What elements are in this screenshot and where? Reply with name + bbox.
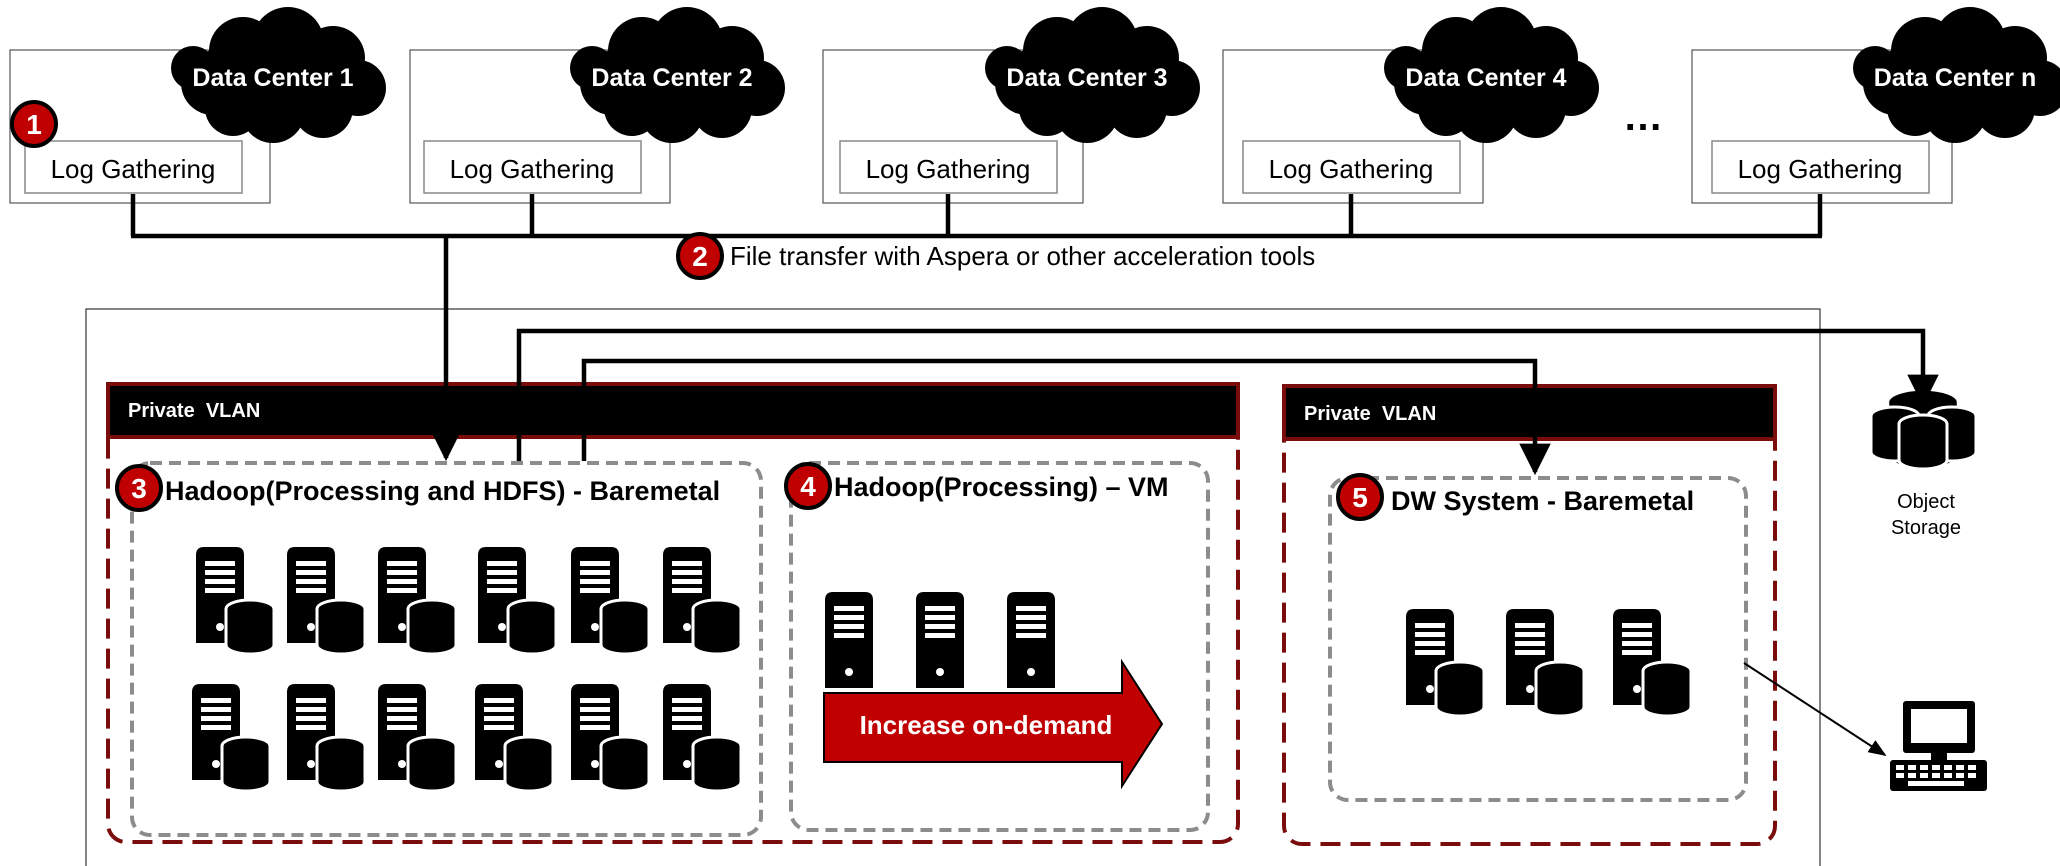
dw-system-group: 5 DW System - Baremetal bbox=[1328, 473, 1748, 802]
vlan-header bbox=[106, 382, 1240, 439]
server-db-icon bbox=[571, 684, 649, 791]
group-frame bbox=[130, 461, 763, 837]
server-db-icon bbox=[1406, 609, 1484, 716]
data-center-4: Data Center 4 Log Gathering bbox=[1222, 7, 1599, 204]
transfer-label: File transfer with Aspera or other accel… bbox=[730, 241, 1315, 271]
data-center-2: Data Center 2 Log Gathering bbox=[409, 7, 785, 204]
hadoop-vm-group: 4 Hadoop(Processing) – VM Increase on-de… bbox=[784, 461, 1210, 832]
step-badge-3: 3 bbox=[115, 464, 163, 512]
private-vlan-left: Private VLAN 3 Hadoop(Processing and HDF… bbox=[106, 382, 1240, 844]
more-data-centers-ellipsis: … bbox=[1623, 95, 1663, 139]
log-gathering-label: Log Gathering bbox=[51, 154, 216, 184]
object-storage: Object Storage bbox=[1869, 389, 1978, 539]
connector-to-client bbox=[1743, 662, 1887, 756]
group-title: Hadoop(Processing and HDFS) - Baremetal bbox=[165, 476, 720, 506]
arrow-label: Increase on-demand bbox=[860, 710, 1113, 740]
server-db-icon bbox=[1613, 609, 1691, 716]
step-badge-5: 5 bbox=[1336, 473, 1384, 521]
log-gathering-label: Log Gathering bbox=[1269, 154, 1434, 184]
server-db-icon bbox=[287, 547, 365, 654]
log-gathering-box bbox=[423, 140, 642, 194]
log-gathering-label: Log Gathering bbox=[1738, 154, 1903, 184]
server-db-icon bbox=[378, 547, 456, 654]
server-db-icon bbox=[192, 684, 270, 791]
server-icon bbox=[825, 592, 873, 688]
transfer-bus bbox=[130, 194, 1823, 239]
object-storage-label: Storage bbox=[1891, 517, 1961, 539]
data-center-n: Data Center n Log Gathering bbox=[1691, 7, 2060, 204]
svg-text:4: 4 bbox=[800, 471, 816, 502]
log-gathering-box bbox=[24, 140, 243, 194]
data-center-label: Data Center 2 bbox=[591, 64, 752, 92]
step-badge-2: 2 bbox=[676, 232, 724, 280]
increase-on-demand-arrow: Increase on-demand bbox=[823, 658, 1164, 790]
log-gathering-box bbox=[839, 140, 1058, 194]
group-frame bbox=[1328, 476, 1748, 802]
step-badge-1: 1 bbox=[10, 100, 58, 148]
hadoop-baremetal-group: 3 Hadoop(Processing and HDFS) - Baremeta… bbox=[115, 461, 763, 837]
connectors bbox=[430, 236, 1939, 476]
data-center-label: Data Center 1 bbox=[192, 64, 353, 92]
computer-icon bbox=[1890, 701, 1987, 791]
vlan-header-label: Private VLAN bbox=[1304, 403, 1436, 425]
server-db-icon bbox=[287, 684, 365, 791]
server-db-icon bbox=[663, 684, 741, 791]
data-center-label: Data Center 4 bbox=[1405, 64, 1566, 92]
log-gathering-box bbox=[1242, 140, 1461, 194]
svg-text:3: 3 bbox=[131, 473, 147, 504]
database-icon bbox=[1897, 413, 1949, 471]
svg-text:1: 1 bbox=[26, 109, 42, 140]
data-center-label: Data Center n bbox=[1874, 64, 2037, 92]
vlan-header bbox=[1282, 384, 1777, 441]
platform-frame bbox=[85, 308, 1821, 866]
vlan-header-label: Private VLAN bbox=[128, 400, 260, 422]
server-db-icon bbox=[478, 547, 556, 654]
group-title: Hadoop(Processing) – VM bbox=[834, 472, 1169, 502]
svg-text:2: 2 bbox=[692, 241, 708, 272]
server-db-icon bbox=[571, 547, 649, 654]
log-gathering-label: Log Gathering bbox=[450, 154, 615, 184]
server-grid bbox=[192, 547, 741, 791]
server-icon bbox=[1007, 592, 1055, 688]
data-center-1: Data Center 1 Log Gathering bbox=[9, 7, 386, 204]
data-center-label: Data Center 3 bbox=[1006, 64, 1167, 92]
server-db-icon bbox=[378, 684, 456, 791]
log-gathering-box bbox=[1711, 140, 1930, 194]
log-gathering-label: Log Gathering bbox=[866, 154, 1031, 184]
group-frame bbox=[789, 461, 1210, 832]
object-storage-label: Object bbox=[1897, 491, 1955, 513]
svg-text:5: 5 bbox=[1352, 482, 1368, 513]
server-db-icon bbox=[196, 547, 274, 654]
connector-to-object-storage bbox=[516, 328, 1939, 461]
private-vlan-right: Private VLAN 5 DW System - Baremetal bbox=[1282, 384, 1777, 846]
connector-to-dw-system bbox=[581, 358, 1551, 476]
server-db-icon bbox=[475, 684, 553, 791]
group-title: DW System - Baremetal bbox=[1391, 486, 1694, 516]
server-icon bbox=[916, 592, 964, 688]
data-center-3: Data Center 3 Log Gathering bbox=[822, 7, 1200, 204]
server-db-icon bbox=[663, 547, 741, 654]
server-db-icon bbox=[1506, 609, 1584, 716]
step-badge-4: 4 bbox=[784, 462, 832, 510]
